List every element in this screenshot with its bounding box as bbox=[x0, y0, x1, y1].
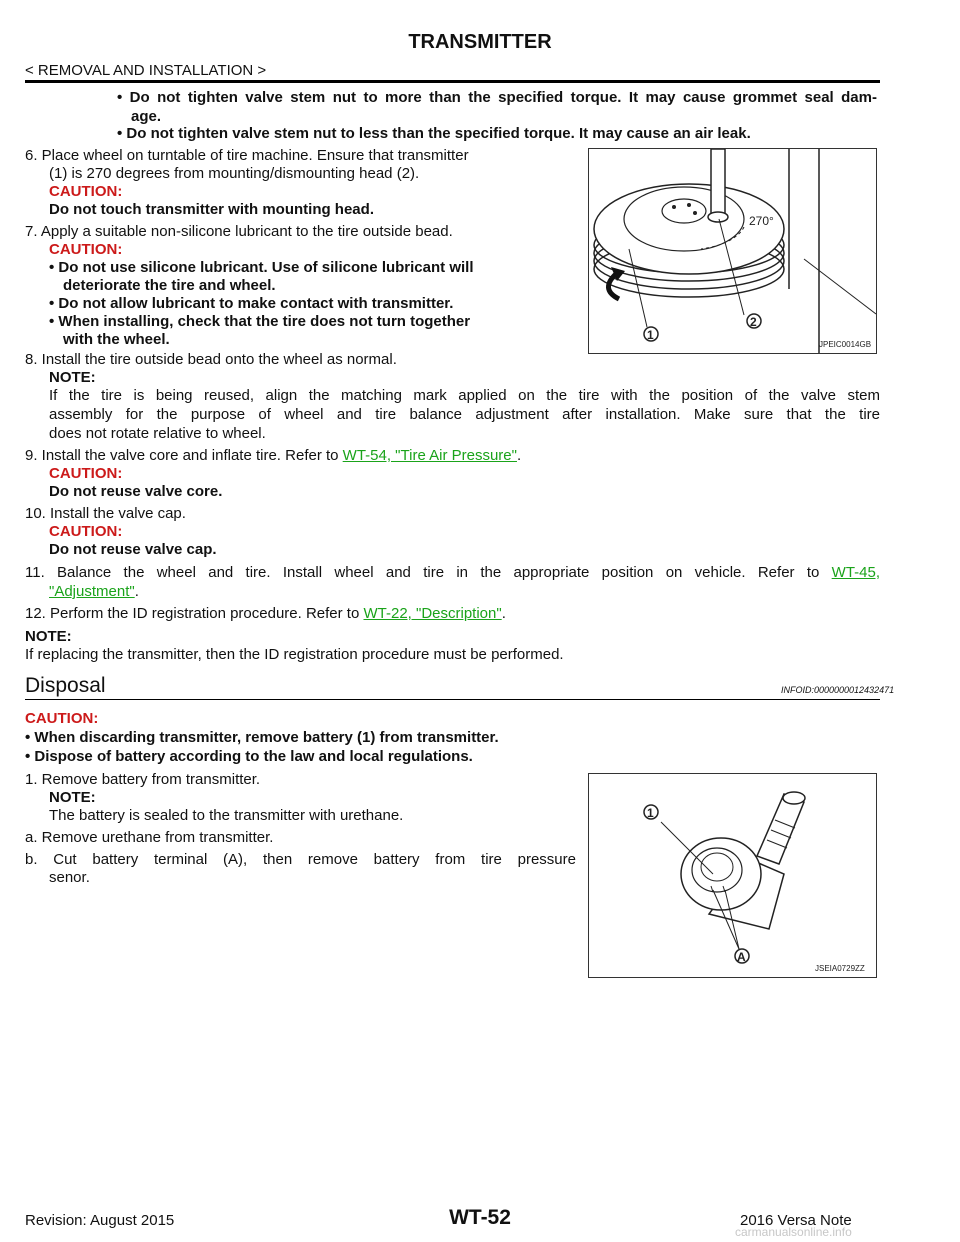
step-12-period: . bbox=[501, 605, 506, 622]
callout-1-label: 1 bbox=[647, 328, 654, 342]
figure-code: JSEIA0729ZZ bbox=[815, 964, 865, 973]
step-6-caution-text: Do not touch transmitter with mounting h… bbox=[49, 201, 374, 218]
step-6-caution: CAUTION: bbox=[49, 183, 123, 200]
step-8-note-line1: If the tire is being reused, align the m… bbox=[49, 387, 880, 404]
step-11-line2: "Adjustment". bbox=[49, 582, 139, 601]
disposal-step-1-note-text: The battery is sealed to the transmitter… bbox=[49, 807, 404, 824]
section-heading-disposal: Disposal bbox=[25, 674, 106, 697]
transmitter-battery-figure: 1 A JSEIA0729ZZ bbox=[588, 773, 877, 978]
callout-2-label: 2 bbox=[750, 315, 757, 329]
disposal-step-a: a. Remove urethane from transmitter. bbox=[25, 829, 274, 846]
general-note-text: If replacing the transmitter, then the I… bbox=[25, 646, 564, 663]
step-8-note-line3: does not rotate relative to wheel. bbox=[49, 425, 266, 442]
step-9-period: . bbox=[516, 447, 522, 464]
disposal-step-1-note: NOTE: bbox=[49, 789, 96, 806]
page-number: WT-52 bbox=[449, 1206, 511, 1229]
disposal-step-1: 1. Remove battery from transmitter. bbox=[25, 771, 261, 788]
step-9-text: 9. Install the valve core and inflate ti… bbox=[25, 447, 343, 464]
figure-code: JPEIC0014GB bbox=[819, 340, 871, 349]
step-7-caution-3: • When installing, check that the tire d… bbox=[49, 313, 471, 330]
step-10-caution-text: Do not reuse valve cap. bbox=[49, 541, 217, 558]
revision-date: Revision: August 2015 bbox=[25, 1212, 175, 1229]
step-11-period: . bbox=[134, 583, 139, 600]
disposal-step-b-cont: senor. bbox=[49, 869, 90, 886]
step-7: 7. Apply a suitable non-silicone lubrica… bbox=[25, 223, 453, 240]
disposal-caution: CAUTION: bbox=[25, 710, 99, 727]
step-8-note-line2: assembly for the purpose of wheel and ti… bbox=[49, 406, 880, 423]
step-12-text: 12. Perform the ID registration procedur… bbox=[25, 605, 364, 622]
step-8: 8. Install the tire outside bead onto th… bbox=[25, 351, 397, 368]
disposal-step-b: b. Cut battery terminal (A), then remove… bbox=[25, 851, 576, 868]
step-9-caution-text: Do not reuse valve core. bbox=[49, 483, 223, 500]
step-7-caution-3-cont: with the wheel. bbox=[63, 331, 170, 348]
step-6: 6. Place wheel on turntable of tire mach… bbox=[25, 147, 469, 164]
step-6-line2: (1) is 270 degrees from mounting/dismoun… bbox=[49, 165, 420, 182]
callout-1-label: 1 bbox=[647, 806, 654, 820]
top-bullet-2: • Do not tighten valve stem nut to less … bbox=[117, 125, 751, 142]
link-adjustment[interactable]: "Adjustment" bbox=[49, 583, 135, 600]
disposal-caution-2: • Dispose of battery according to the la… bbox=[25, 748, 473, 765]
disposal-caution-1: • When discarding transmitter, remove ba… bbox=[25, 729, 499, 746]
tire-machine-figure: 270° 1 2 JPEIC0014GB bbox=[588, 148, 877, 354]
step-9-caution: CAUTION: bbox=[49, 465, 123, 482]
step-10-caution: CAUTION: bbox=[49, 523, 123, 540]
section-rule bbox=[25, 699, 880, 700]
top-bullet-1: • Do not tighten valve stem nut to more … bbox=[117, 89, 877, 106]
header-rule bbox=[25, 80, 880, 83]
angle-label: 270° bbox=[749, 214, 774, 228]
page-title: TRANSMITTER bbox=[408, 31, 552, 53]
step-12: 12. Perform the ID registration procedur… bbox=[25, 604, 506, 623]
tire-transmitter-illustration: 270° 1 2 JPEIC0014GB bbox=[593, 148, 877, 353]
general-note: NOTE: bbox=[25, 628, 72, 645]
model-year: 2016 Versa Note bbox=[740, 1212, 852, 1229]
step-7-caution-1: • Do not use silicone lubricant. Use of … bbox=[49, 259, 474, 276]
step-7-caution-2: • Do not allow lubricant to make contact… bbox=[49, 295, 454, 312]
step-8-note: NOTE: bbox=[49, 369, 96, 386]
top-bullet-1-cont: age. bbox=[131, 108, 162, 125]
link-tire-air-pressure[interactable]: WT-54, "Tire Air Pressure" bbox=[342, 447, 517, 464]
info-id: INFOID:0000000012432471 bbox=[781, 685, 895, 695]
breadcrumb: < REMOVAL AND INSTALLATION > bbox=[25, 62, 267, 79]
step-7-caution: CAUTION: bbox=[49, 241, 123, 258]
step-9: 9. Install the valve core and inflate ti… bbox=[25, 446, 521, 465]
callout-a-label: A bbox=[737, 950, 746, 964]
link-description[interactable]: WT-22, "Description" bbox=[363, 605, 502, 622]
watermark: carmanualsonline.info bbox=[735, 1225, 852, 1239]
step-7-caution-1-cont: deteriorate the tire and wheel. bbox=[63, 277, 276, 294]
step-10: 10. Install the valve cap. bbox=[25, 505, 186, 522]
step-11-text: 11. Balance the wheel and tire. Install … bbox=[25, 564, 832, 581]
step-11: 11. Balance the wheel and tire. Install … bbox=[25, 563, 880, 582]
transmitter-battery-illustration: 1 A JSEIA0729ZZ bbox=[643, 791, 865, 973]
link-wt-45[interactable]: WT-45, bbox=[831, 564, 880, 581]
